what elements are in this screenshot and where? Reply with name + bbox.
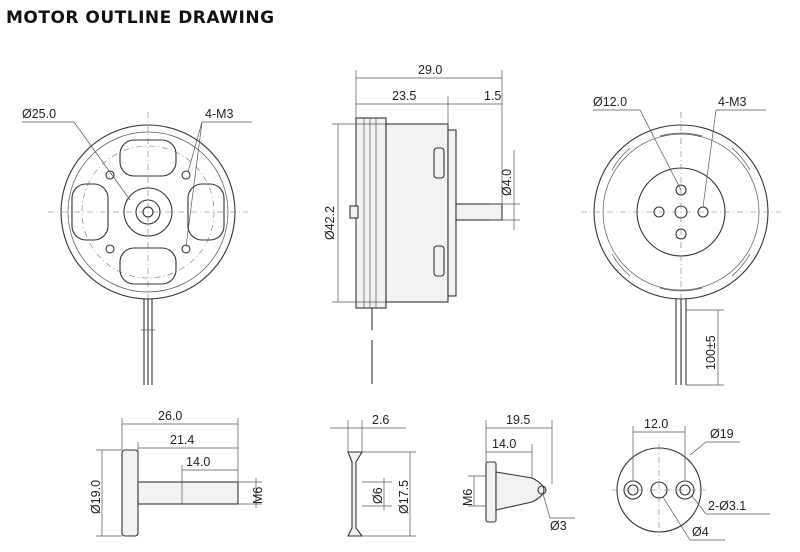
nut-flange (485, 461, 497, 523)
nut-thread: M6 (461, 489, 475, 506)
adapter-flange-dia: Ø19.0 (89, 480, 103, 514)
flange-view: 12.0 Ø19 2-Ø3.1 Ø4 (612, 417, 770, 541)
front-m3-hole (105, 244, 115, 254)
rear-holes-label: 4-M3 (718, 95, 747, 109)
side-shaft (455, 203, 503, 221)
side-base-plate (447, 129, 457, 297)
adapter-overall-length: 26.0 (158, 409, 182, 423)
nut-body (495, 471, 545, 511)
side-body-dia: Ø42.2 (323, 206, 337, 240)
drawing-title: MOTOR OUTLINE DRAWING (6, 8, 275, 28)
nut-cross-hole (537, 485, 547, 495)
front-pocket-left (71, 183, 109, 241)
front-shaft (142, 206, 154, 218)
side-view: 29.0 23.5 1.5 Ø4.0 Ø42.2 (323, 63, 520, 384)
washer-thickness: 2.6 (372, 413, 389, 427)
front-bearing (135, 199, 161, 225)
front-pocket-right (187, 183, 225, 241)
rear-view: 100±5 Ø12.0 4-M3 (581, 95, 781, 386)
front-m3-hole (181, 170, 191, 180)
flange-center-dia: Ø4 (692, 525, 709, 539)
prop-nut-view: 19.5 14.0 M6 Ø3 (461, 413, 575, 533)
rear-bolt-circle-dia: Ø12.0 (593, 95, 627, 109)
front-inner-rim (67, 131, 229, 293)
front-holes-label: 4-M3 (205, 107, 234, 121)
washer-bore: Ø6 (371, 487, 385, 504)
front-m3-hole (105, 170, 115, 180)
adapter-mid-length: 21.4 (170, 433, 194, 447)
flange-outer-dia: Ø19 (710, 427, 734, 441)
adapter-threaded-shaft (137, 481, 239, 505)
washer-view: 2.6 Ø6 Ø17.5 (330, 413, 416, 537)
front-hub (123, 187, 173, 237)
washer-outer-dia: Ø17.5 (397, 480, 411, 514)
adapter-thread: M6 (251, 487, 265, 504)
front-pocket-top (119, 139, 177, 177)
front-pocket-bottom (119, 247, 177, 285)
prop-adapter-view: 26.0 21.4 14.0 Ø19.0 M6 (89, 409, 265, 537)
side-motor-body (385, 123, 449, 303)
front-view: Ø25.0 4-M3 (22, 107, 252, 385)
washer-profile (347, 451, 364, 537)
adapter-flange (121, 449, 139, 537)
flange-bolt-circle: 12.0 (644, 417, 668, 431)
rear-lead-length: 100±5 (704, 335, 718, 370)
side-overall-length: 29.0 (418, 63, 442, 77)
adapter-thread-length: 14.0 (186, 455, 210, 469)
side-shaft-step: 1.5 (484, 89, 501, 103)
side-shaft-dia: Ø4.0 (500, 169, 514, 196)
nut-overall-length: 19.5 (506, 413, 530, 427)
flange-holes: 2-Ø3.1 (708, 499, 746, 513)
front-body-dia: Ø25.0 (22, 107, 56, 121)
side-rotor-bell (355, 117, 387, 309)
nut-body-length: 14.0 (492, 437, 516, 451)
nut-hole-dia: Ø3 (550, 519, 567, 533)
side-body-length: 23.5 (392, 89, 416, 103)
